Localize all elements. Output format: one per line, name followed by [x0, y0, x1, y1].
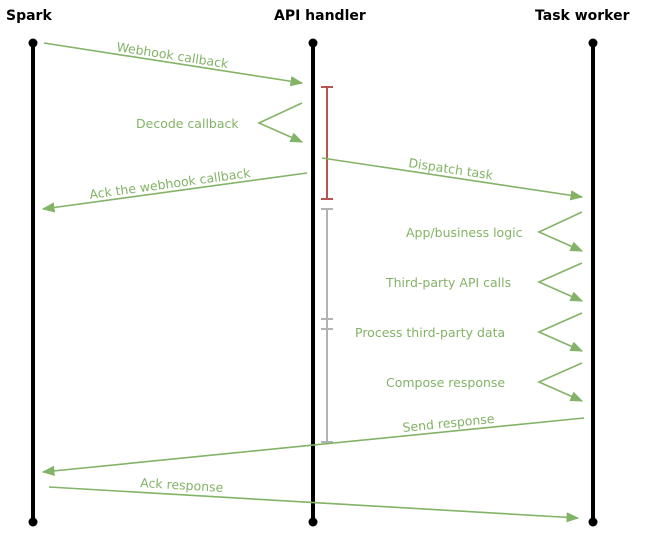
message-third-party-api-calls-label: Third-party API calls [385, 275, 511, 290]
message-process-third-party-data: Process third-party data [355, 312, 584, 352]
actor-spark-label: Spark [6, 8, 52, 24]
message-webhook-callback: Webhook callback [43, 39, 304, 87]
active-span-red [321, 86, 333, 200]
message-dispatch-task: Dispatch task [321, 155, 584, 201]
message-dispatch-task-label: Dispatch task [408, 155, 495, 183]
message-ack-webhook-callback: Ack the webhook callback [41, 165, 308, 213]
lifeline-spark [28, 38, 38, 527]
actor-task-worker-label: Task worker [535, 8, 630, 24]
message-ack-response: Ack response [48, 475, 580, 523]
actor-api-handler-label: API handler [274, 8, 366, 24]
message-ack-response-label: Ack response [140, 475, 224, 495]
message-process-third-party-data-label: Process third-party data [355, 325, 505, 340]
message-compose-response: Compose response [386, 362, 584, 402]
idle-span-gray [321, 208, 333, 443]
message-webhook-callback-label: Webhook callback [116, 39, 231, 71]
lifeline-task-worker [588, 38, 598, 527]
message-app-business-logic-label: App/business logic [406, 225, 523, 240]
message-decode-callback: Decode callback [136, 102, 304, 143]
message-third-party-api-calls: Third-party API calls [385, 262, 584, 302]
message-decode-callback-label: Decode callback [136, 116, 239, 131]
message-app-business-logic: App/business logic [406, 211, 584, 252]
lifeline-api-handler [308, 38, 318, 527]
message-compose-response-label: Compose response [386, 375, 505, 390]
